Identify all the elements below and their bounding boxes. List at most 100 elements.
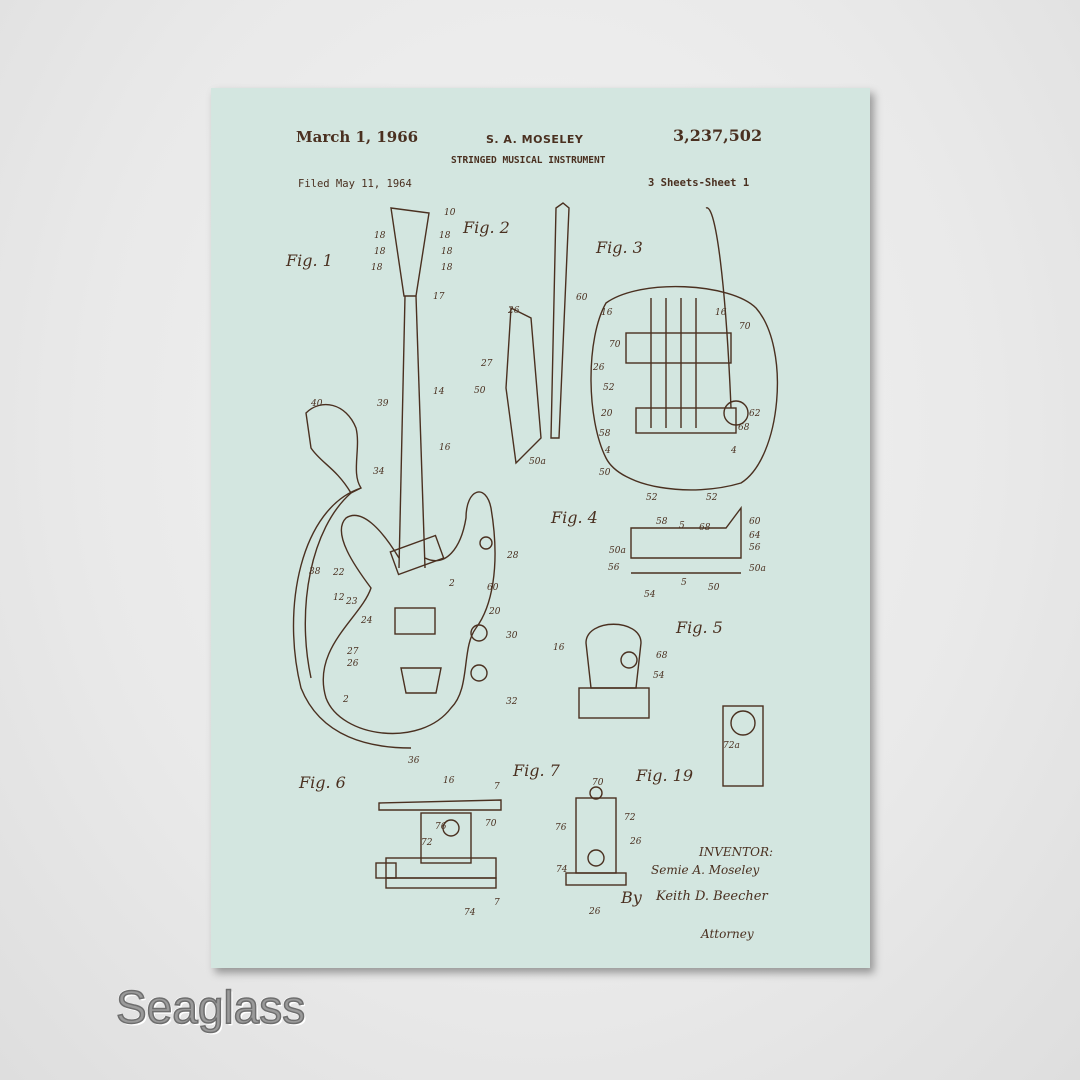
part-number: 23 xyxy=(345,597,358,607)
part-number: 68 xyxy=(738,423,750,433)
part-number: 68 xyxy=(699,523,711,533)
part-number: 60 xyxy=(576,293,588,303)
part-number: 50a xyxy=(529,457,546,467)
part-number: 4 xyxy=(604,446,611,456)
part-number: 50 xyxy=(474,386,486,396)
part-number: 76 xyxy=(555,823,567,833)
part-number: 18 xyxy=(371,263,383,273)
patent-drawing: Fig. 1 Fig. 2 Fig. 3 Fig. 4 Fig. 5 Fig. … xyxy=(285,202,779,941)
part-number: 16 xyxy=(443,776,455,786)
fig-label: Fig. 5 xyxy=(675,618,723,637)
part-number: 22 xyxy=(332,568,345,578)
part-number: 5 xyxy=(681,578,687,588)
part-number: 10 xyxy=(444,208,456,218)
part-number: 50a xyxy=(749,564,766,574)
part-number: 18 xyxy=(374,231,386,241)
part-number: 20 xyxy=(488,607,501,617)
part-number: 26 xyxy=(507,306,520,316)
fig-label: Fig. 19 xyxy=(635,766,693,785)
part-number: 28 xyxy=(506,551,519,561)
part-number: 26 xyxy=(346,659,359,669)
inventor-signature: Semie A. Moseley xyxy=(651,863,759,877)
part-number: 36 xyxy=(408,756,420,766)
part-number: 7 xyxy=(494,782,500,792)
fig-label: Fig. 7 xyxy=(512,761,561,780)
part-number: 56 xyxy=(749,543,761,553)
patent-number: 3,237,502 xyxy=(673,126,763,145)
part-number: 18 xyxy=(441,247,453,257)
part-number: 18 xyxy=(439,231,451,241)
part-number: 14 xyxy=(433,387,445,397)
part-number: 2 xyxy=(342,695,349,705)
part-number: 27 xyxy=(346,647,359,657)
part-number: 50 xyxy=(708,583,720,593)
part-number: 12 xyxy=(333,593,345,603)
part-number: 64 xyxy=(749,531,761,541)
patent-print: March 1, 1966 S. A. MOSELEY 3,237,502 ST… xyxy=(211,88,870,968)
part-number: 39 xyxy=(377,399,389,409)
by-label: By xyxy=(620,888,643,907)
filed-date: Filed May 11, 1964 xyxy=(298,178,412,190)
part-number: 72a xyxy=(723,741,740,751)
part-number: 40 xyxy=(310,399,323,409)
part-number: 32 xyxy=(506,697,518,707)
part-number: 18 xyxy=(441,263,453,273)
part-number: 26 xyxy=(588,907,601,917)
part-number: 62 xyxy=(749,409,761,419)
part-number: 70 xyxy=(739,322,751,332)
part-number: 34 xyxy=(373,467,385,477)
part-number: 17 xyxy=(433,292,445,302)
part-number: 4 xyxy=(730,446,737,456)
part-number: 20 xyxy=(600,409,613,419)
part-number: 27 xyxy=(480,359,493,369)
part-number: 68 xyxy=(656,651,668,661)
part-number: 2 xyxy=(448,579,455,589)
fig3-drawing xyxy=(590,207,779,491)
part-number: 58 xyxy=(656,517,668,527)
part-number: 24 xyxy=(360,616,373,626)
part-number: 52 xyxy=(706,493,718,503)
part-number: 74 xyxy=(556,865,568,875)
inventor-label: INVENTOR: xyxy=(698,845,773,859)
patent-inventor-header: S. A. MOSELEY xyxy=(486,133,584,146)
part-number: 54 xyxy=(644,590,656,600)
fig7-drawing xyxy=(565,786,627,886)
part-number: 70 xyxy=(592,778,604,788)
part-number: 18 xyxy=(374,247,386,257)
part-number: 16 xyxy=(439,443,451,453)
part-number: 76 xyxy=(435,822,447,832)
product-color-label: Seaglass xyxy=(115,980,306,1034)
part-number: 30 xyxy=(506,631,518,641)
part-number: 70 xyxy=(609,340,621,350)
part-number: 58 xyxy=(599,429,611,439)
part-number: 7 xyxy=(494,898,500,908)
patent-date: March 1, 1966 xyxy=(296,128,419,146)
part-number: 50a xyxy=(609,546,626,556)
fig6-drawing xyxy=(375,799,502,889)
part-number: 52 xyxy=(603,383,615,393)
fig5-drawing xyxy=(578,623,764,787)
fig-label: Fig. 3 xyxy=(595,238,643,257)
sheet-count: 3 Sheets-Sheet 1 xyxy=(648,177,750,189)
patent-title: STRINGED MUSICAL INSTRUMENT xyxy=(451,155,606,166)
fig-label: Fig. 1 xyxy=(285,251,333,270)
part-number: 54 xyxy=(653,671,665,681)
guitar-drawing xyxy=(292,207,496,749)
part-number: 60 xyxy=(749,517,761,527)
part-number: 38 xyxy=(309,567,321,577)
fig2-drawing xyxy=(505,202,570,465)
part-number: 50 xyxy=(599,468,611,478)
part-number: 16 xyxy=(715,308,727,318)
part-number: 52 xyxy=(646,493,658,503)
part-number: 72 xyxy=(624,813,636,823)
attorney-signature: Keith D. Beecher xyxy=(655,889,768,904)
part-number: 26 xyxy=(592,363,605,373)
fig-label: Fig. 2 xyxy=(462,218,510,237)
part-number: 56 xyxy=(608,563,620,573)
part-number: 16 xyxy=(553,643,565,653)
part-number: 16 xyxy=(601,308,613,318)
part-number: 74 xyxy=(464,908,476,918)
part-number: 72 xyxy=(421,838,433,848)
part-number: 5 xyxy=(679,521,685,531)
part-number: 60 xyxy=(487,583,499,593)
